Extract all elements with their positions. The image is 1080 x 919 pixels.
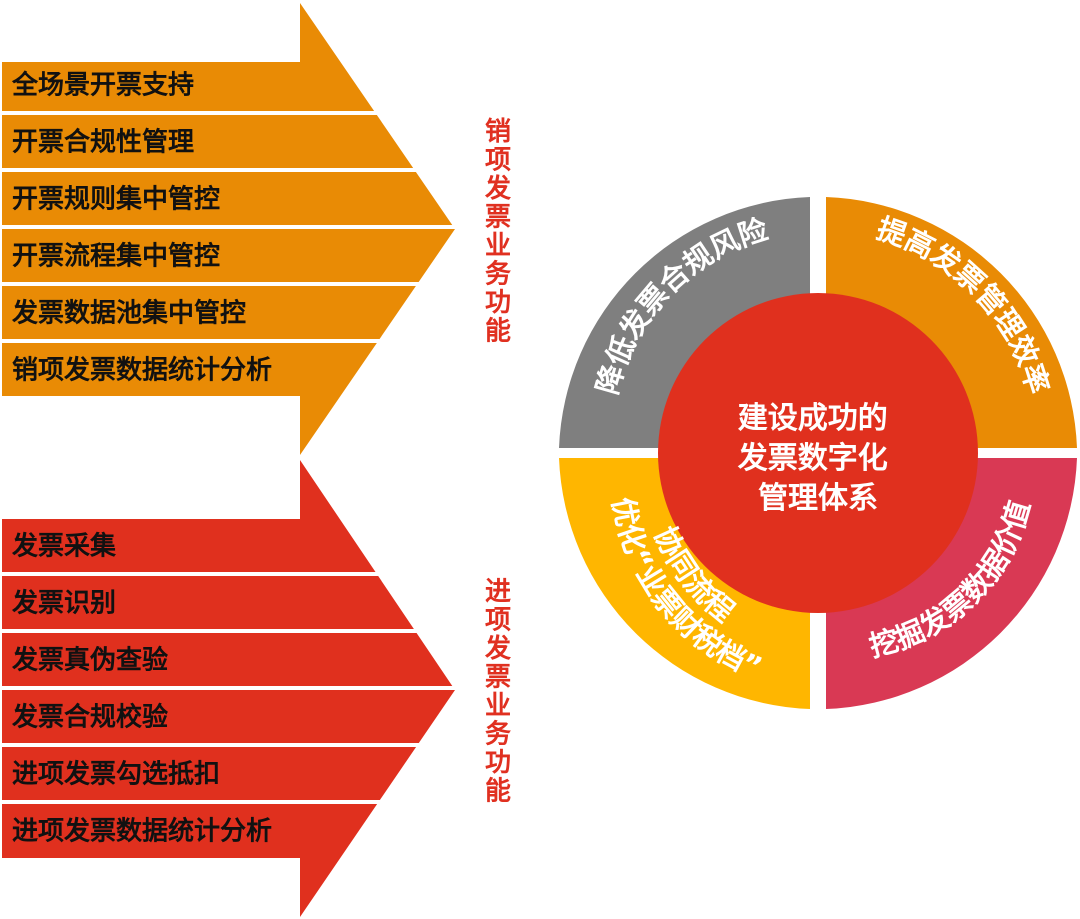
input-item-label: 进项发票数据统计分析 (12, 816, 272, 847)
input-row-divider (0, 629, 470, 633)
vertical-title-char: 项 (485, 146, 511, 176)
vertical-title-char: 务 (485, 260, 511, 290)
vertical-title-char: 务 (485, 720, 511, 750)
sales-row-divider (0, 168, 470, 172)
sales-function-title: 销项发票业务功能 (484, 117, 511, 347)
center-title-line-1: 建设成功的 (738, 401, 888, 436)
ring-center-circle (658, 293, 978, 613)
vertical-title-char: 票 (485, 203, 511, 233)
input-function-title: 进项发票业务功能 (484, 577, 511, 807)
sales-row-divider (0, 225, 470, 229)
sales-row-divider (0, 111, 470, 115)
sales-item-label: 全场景开票支持 (11, 70, 194, 101)
input-item-label: 发票采集 (11, 531, 117, 562)
ring-segment-compliance-risk (559, 197, 810, 448)
vertical-title-char: 项 (485, 606, 511, 636)
ring-segment-efficiency (826, 197, 1077, 448)
sales-item-label: 开票规则集中管控 (12, 184, 220, 215)
ring-segment-collaboration (559, 458, 810, 709)
input-row-divider (0, 800, 470, 804)
vertical-title-char: 发 (484, 173, 511, 204)
input-item-label: 进项发票勾选抵扣 (12, 759, 220, 790)
input-row-divider (0, 686, 470, 690)
center-title-line-3: 管理体系 (758, 481, 878, 516)
vertical-title-char: 功 (485, 288, 511, 318)
vertical-title-char: 业 (485, 231, 511, 261)
center-title-line-2: 发票数字化 (737, 441, 888, 476)
sales-item-label: 销项发票数据统计分析 (12, 355, 272, 386)
sales-row-divider (0, 282, 470, 286)
ring-segment-data-value (826, 458, 1077, 709)
input-item-label: 发票识别 (11, 588, 116, 619)
input-item-label: 发票真伪查验 (11, 645, 168, 676)
input-item-label: 发票合规校验 (11, 702, 168, 733)
sales-item-label: 开票合规性管理 (12, 127, 194, 158)
vertical-title-char: 功 (485, 748, 511, 778)
vertical-title-char: 能 (485, 776, 511, 807)
vertical-title-char: 业 (485, 691, 511, 721)
sales-function-arrow: 全场景开票支持开票合规性管理开票规则集中管控开票流程集中管控发票数据池集中管控销… (0, 3, 511, 455)
vertical-title-char: 票 (485, 663, 511, 693)
vertical-title-char: 进 (485, 577, 511, 607)
input-row-divider (0, 572, 470, 576)
vertical-title-char: 销 (485, 117, 511, 147)
vertical-title-char: 能 (485, 316, 511, 347)
center-title: 建设成功的 发票数字化 管理体系 (737, 401, 898, 516)
ring-diagram: 建设成功的 发票数字化 管理体系 降低发票合规风险 提高发票管理效率 挖掘发票数… (559, 197, 1077, 709)
sales-item-label: 发票数据池集中管控 (11, 298, 246, 329)
input-row-divider (0, 743, 470, 747)
vertical-title-char: 发 (484, 633, 511, 664)
sales-item-label: 开票流程集中管控 (12, 241, 220, 272)
sales-row-divider (0, 339, 470, 343)
